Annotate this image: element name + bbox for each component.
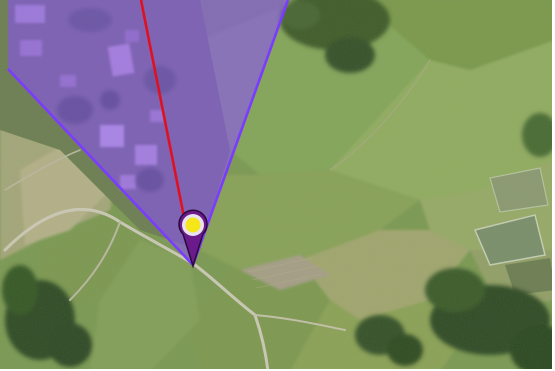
heading-line xyxy=(139,0,187,223)
field-of-view-cone xyxy=(7,0,290,266)
map-pin-icon[interactable] xyxy=(178,209,208,269)
pin-center-dot xyxy=(185,217,201,233)
frame-edge-bottom xyxy=(0,369,555,371)
frame-edge-right xyxy=(552,0,555,371)
